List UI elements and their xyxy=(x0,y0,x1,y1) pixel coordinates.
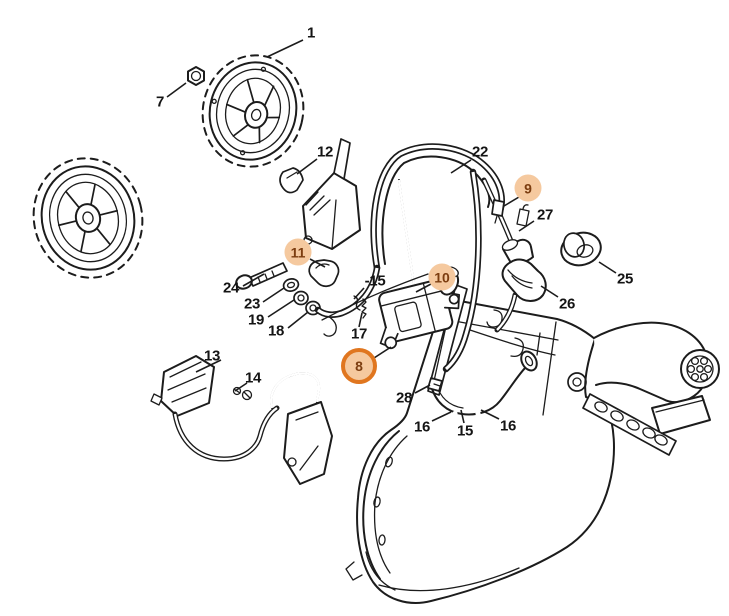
part-harness-tip-9 xyxy=(491,199,505,224)
part-label-19: 19 xyxy=(247,311,265,329)
part-screws-14 xyxy=(232,386,253,401)
part-label-25: 25 xyxy=(616,270,634,288)
part-clip-28 xyxy=(427,377,443,392)
part-label-17: 17 xyxy=(350,325,368,343)
part-ignition-module-8 xyxy=(378,279,461,350)
part-flywheel-1 xyxy=(201,54,305,168)
part-label-27: 27 xyxy=(536,206,554,224)
part-nut-7 xyxy=(187,66,205,86)
part-callout-8-selected[interactable]: 8 xyxy=(341,348,377,384)
part-clip-27 xyxy=(516,204,530,227)
part-callout-9[interactable]: 9 xyxy=(514,174,542,202)
part-callout-11[interactable]: 11 xyxy=(284,238,312,266)
part-label-12: 12 xyxy=(316,143,334,161)
part-connector-11 xyxy=(308,259,340,287)
part-label-7: 7 xyxy=(155,93,165,111)
part-ignition-module-upper xyxy=(302,138,361,250)
part-label-24: 24 xyxy=(222,279,240,297)
part-carburetor-bracket xyxy=(269,372,333,485)
part-label-15-dash: -15 xyxy=(364,272,386,290)
part-label-13: 13 xyxy=(203,347,221,365)
part-label-16-left: 16 xyxy=(413,418,431,436)
part-flywheel-left xyxy=(32,157,144,279)
part-label-22: 22 xyxy=(471,143,489,161)
part-callout-10[interactable]: 10 xyxy=(428,263,456,291)
part-label-15: 15 xyxy=(456,422,474,440)
part-housing xyxy=(345,284,720,604)
part-eyelet xyxy=(520,350,538,372)
leader-lines xyxy=(166,39,617,424)
part-label-14: 14 xyxy=(244,369,262,387)
part-grommet-25 xyxy=(560,231,602,267)
part-ring-terminal-18 xyxy=(305,300,337,337)
part-ring-terminal-19 xyxy=(293,290,309,306)
part-ignition-module-13 xyxy=(150,355,280,462)
part-label-26: 26 xyxy=(558,295,576,313)
part-label-16-right: 16 xyxy=(499,417,517,435)
part-label-23: 23 xyxy=(243,295,261,313)
part-washer-23 xyxy=(282,278,300,292)
part-screw-24 xyxy=(235,262,288,290)
part-plug-boot-26 xyxy=(494,238,547,333)
part-label-28: 28 xyxy=(395,389,413,407)
part-label-18: 18 xyxy=(267,322,285,340)
part-label-1: 1 xyxy=(306,24,316,42)
